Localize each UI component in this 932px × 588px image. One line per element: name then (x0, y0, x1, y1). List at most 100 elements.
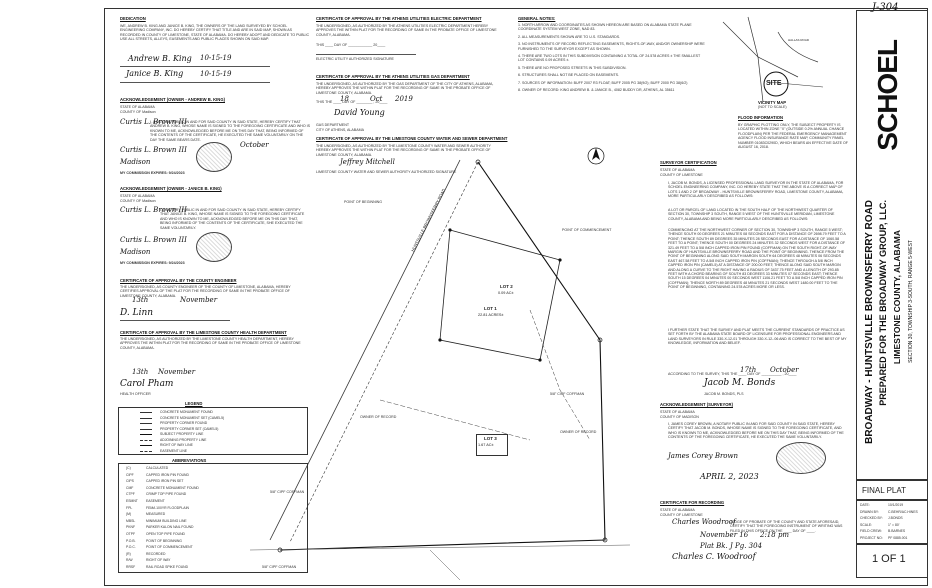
gas-role-1: GAS DEPARTMENT (316, 123, 350, 127)
surveyor-metes: COMMENCING AT THE NORTHWEST CORNER OF SE… (668, 228, 846, 290)
owner-j-signature: Janice B. King (126, 69, 184, 78)
info-box (856, 500, 928, 544)
ack-j-county: COUNTY OF Madison (120, 199, 156, 203)
title-block (856, 10, 928, 480)
health-role: HEALTH OFFICER (120, 392, 151, 396)
title-info-label: PROJECT NO: (860, 536, 883, 540)
abbreviation-value: OPEN TOP PIPE FOUND (146, 532, 186, 536)
abbreviation-key: P.O.C. (126, 545, 136, 550)
sheet-no-box (856, 544, 928, 578)
dedication-date-2: 10-15-19 (200, 70, 232, 78)
abbreviation-value: CRIMP TOP PIPE FOUND (146, 492, 187, 497)
abbreviation-value: RAIL ROAD SPIKE FOUND (146, 565, 189, 569)
surveyor-month: October (770, 366, 799, 374)
ack-owner-j-title: ACKNOWLEDGEMENT (OWNER - JANICE B. KING) (120, 186, 222, 191)
abbreviation-key: RRSF (126, 565, 136, 569)
general-note-item: 3. NO INSTRUMENTS OF RECORD REFLECTING E… (518, 42, 705, 51)
abbreviations-title: ABBREVIATIONS (172, 458, 207, 463)
title-info-value: C.BEHR/AC.HINES (888, 509, 918, 514)
ack-a-state: STATE OF ALABAMA (120, 105, 155, 109)
surveyor-signer: JACOB M. BONDS, PLS (704, 392, 744, 396)
title-info-label: FIELD CREW: (860, 529, 882, 534)
legend-symbol-icon (140, 450, 152, 452)
gas-body: THE UNDERSIGNED, AS AUTHORIZED BY THE GA… (316, 82, 494, 95)
surveyor-body: I, JACOB M. BONDS, A LICENSED PROFESSION… (668, 181, 844, 199)
health-dept-title: CERTIFICATE OF APPROVAL BY THE LIMESTONE… (120, 330, 287, 335)
sig-line (120, 320, 230, 321)
owner-a-signature: Andrew B. King (128, 54, 192, 63)
owner-label-2: OWNER OF RECORD (560, 430, 597, 434)
sig-line (316, 54, 416, 55)
county-engineer-month: November (180, 296, 218, 304)
legend-title: LEGEND (185, 401, 203, 406)
surveyor-county: COUNTY OF LIMESTONE (660, 173, 703, 177)
legend-item: RIGHT OF WAY LINE (160, 443, 193, 447)
vicinity-title: VICINITY MAP (758, 100, 787, 105)
flood-title: FLOOD INFORMATION (738, 115, 784, 120)
abbreviation-key: R/W (126, 558, 133, 563)
ack-surveyor-county: COUNTY OF MADISON (660, 415, 699, 419)
sig-line (120, 66, 270, 67)
general-note-item: 5. THERE ARE NO PROPOSED STREETS IN THIS… (518, 65, 627, 70)
abbreviation-key: PKNF (126, 525, 136, 530)
recording-signature: Charles C. Woodroof (672, 552, 756, 561)
sheet-name: FINAL PLAT (862, 486, 907, 495)
gas-year: 2019 (395, 95, 413, 103)
ack-a-month: October (240, 141, 269, 149)
notary-surveyor-sign: James Corey Brown (668, 452, 739, 460)
water-role: LIMESTONE COUNTY WATER AND SEWER AUTHORI… (316, 170, 457, 174)
recording-body: JUDGE OF PROBATE OF THE COUNTY AND STATE… (730, 520, 843, 533)
section: SECTION 30, TOWNSHIP 3-SOUTH, RANGE 5-WE… (908, 240, 914, 363)
legend-box (118, 407, 308, 455)
notary-seal-icon (776, 442, 826, 474)
lot-2-label: LOT 2 (500, 284, 513, 289)
abbreviation-key: CMF (126, 485, 134, 490)
recording-title: CERTIFICATE FOR RECORDING (660, 500, 725, 505)
ack-a-county: COUNTY OF Madison (120, 110, 156, 114)
legend-symbol-icon (140, 445, 152, 446)
vicinity-site: SITE (766, 80, 782, 87)
abbreviation-value: POINT OF BEGINNING (146, 538, 182, 543)
lot-2-area: 0.09 AC± (498, 291, 514, 295)
legend-item: PROPERTY CORNER SET (CAMEL5) (160, 426, 219, 431)
notary-seal-icon (196, 232, 232, 262)
abbreviation-value: CALCULATED (146, 466, 169, 470)
health-signer: Carol Pham (120, 379, 174, 389)
abbreviation-key: ESMNT (126, 499, 138, 503)
gas-day: 18 (340, 95, 349, 103)
legend-item: PROPERTY CORNER FOUND (160, 421, 208, 425)
vicinity-subtitle: (NOT TO SCALE) (758, 105, 787, 109)
legend-item: CONCRETE MONUMENT FOUND (160, 410, 213, 414)
prepared-for: PREPARED FOR THE BROADWAY GROUP, LLC. (878, 200, 888, 406)
surveyor-date-label: ACCORDING TO THE SURVEY, THIS THE ____ D… (668, 372, 797, 376)
pob-label: POINT OF BEGINNING (344, 200, 383, 204)
lot-1-label: LOT 1 (484, 306, 497, 311)
abbreviation-key: CTPF (126, 492, 135, 497)
surveyor-cert-title: SURVEYOR CERTIFICATION (660, 160, 717, 165)
abbreviation-value: CAPPED IRON PIN SET (146, 479, 184, 484)
electric-role: ELECTRIC UTILITY AUTHORIZED SIGNATURE (316, 57, 394, 61)
lot-3-area: 1.67 AC± (478, 443, 494, 447)
legend-item: SUBJECT PROPERTY LINE (160, 432, 204, 436)
abbreviation-key: (C) (126, 466, 131, 470)
gas-signature: David Young (334, 108, 385, 117)
electric-body: THE UNDERSIGNED, AS AUTHORIZED BY THE AT… (316, 24, 497, 37)
recording-county: COUNTY OF LIMESTONE (660, 513, 703, 517)
health-day: 13th (132, 368, 149, 376)
general-note-item: 2. ALL MEASUREMENTS SHOWN ARE TO U.S. ST… (518, 34, 621, 39)
abbreviation-key: P.O.B. (126, 538, 136, 543)
dedication-body: WE, ANDREW B. KING AND JANICE B. KING, T… (120, 24, 310, 42)
owner-label-1: OWNER OF RECORD (360, 415, 397, 419)
ack-j-commission: MY COMMISSION EXPIRES: 9/24/2023 (120, 261, 185, 265)
dedication-date-1: 10-15-19 (200, 54, 232, 62)
surveyor-statement: I FURTHER STATE THAT THE SURVEY AND PLAT… (668, 328, 847, 346)
legend-symbol-icon (140, 417, 152, 419)
pin-label-3: 5/8" CIPF COFFMAN (262, 565, 297, 569)
notary-a-county: Madison (120, 158, 151, 166)
recording-date: November 16 (700, 531, 749, 539)
health-dept-body: THE UNDERSIGNED, AS AUTHORIZED BY THE LI… (120, 337, 301, 350)
ack-j-state: STATE OF ALABAMA (120, 194, 155, 198)
vicinity-map (722, 16, 824, 103)
pin-label-1: 5/8" CIPF COFFMAN (270, 490, 305, 494)
water-signature: Jeffrey Mitchell (340, 158, 395, 166)
